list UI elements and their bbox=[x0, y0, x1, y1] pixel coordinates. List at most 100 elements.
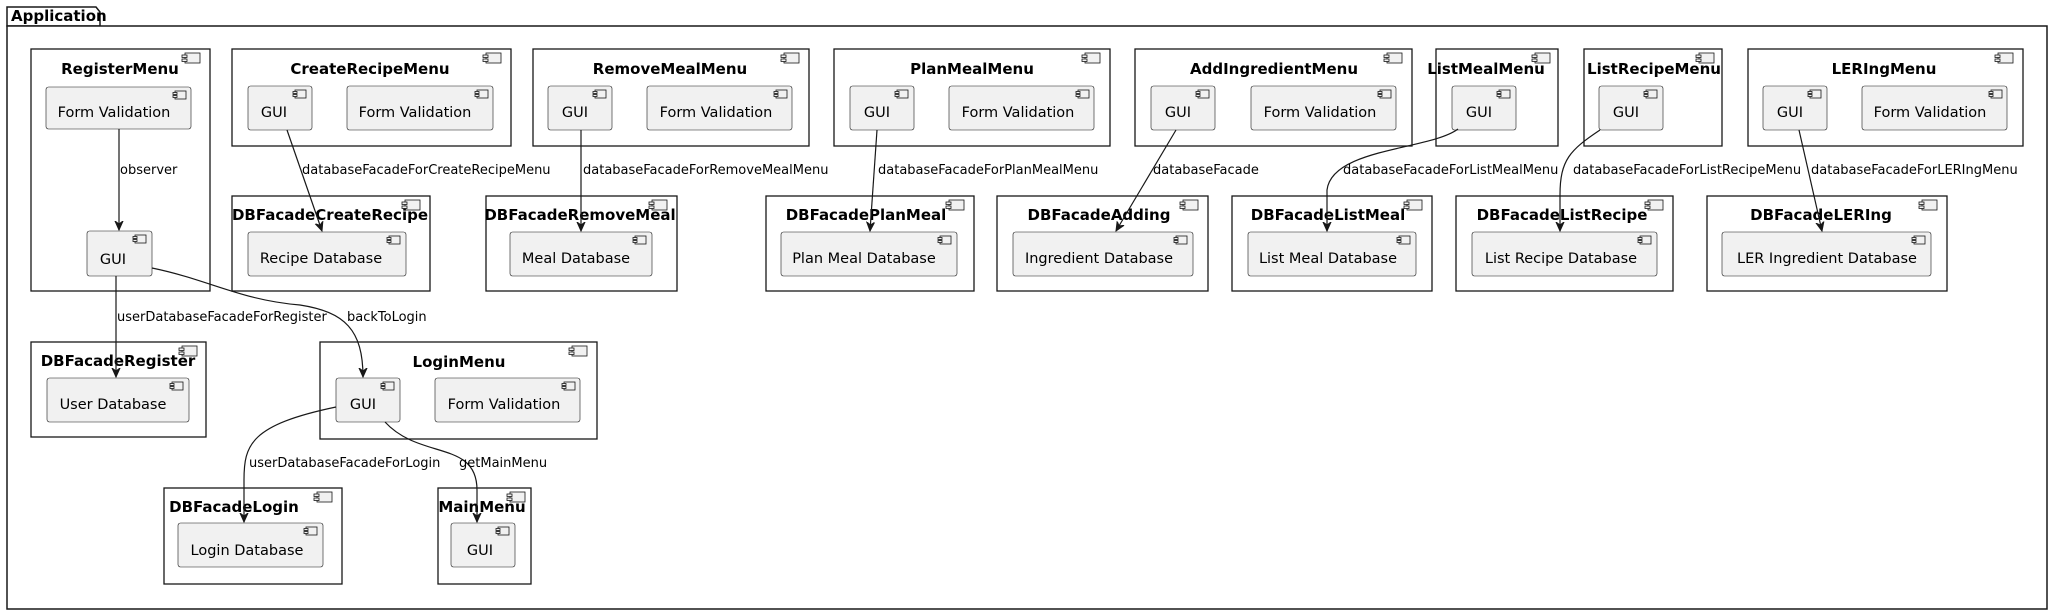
svg-text:DBFacadeRegister: DBFacadeRegister bbox=[41, 352, 196, 370]
inner-database: Meal Database bbox=[509, 231, 653, 277]
edge-login-db: userDatabaseFacadeForLogin bbox=[244, 406, 440, 522]
inner-database: List Recipe Database bbox=[1471, 231, 1658, 277]
inner-gui: GUI bbox=[335, 377, 401, 423]
svg-text:Plan Meal Database: Plan Meal Database bbox=[792, 251, 936, 267]
component-icon bbox=[1081, 52, 1101, 64]
component-icon bbox=[292, 89, 307, 99]
svg-text:User Database: User Database bbox=[60, 397, 167, 413]
component-db-facade-remove-meal: DBFacadeRemoveMeal Meal Database bbox=[484, 195, 678, 292]
component-db-facade-list-meal: DBFacadeListMeal List Meal Database bbox=[1231, 195, 1433, 292]
inner-database: Recipe Database bbox=[247, 231, 407, 277]
component-icon bbox=[1383, 52, 1403, 64]
component-db-facade-adding: DBFacadeAdding Ingredient Database bbox=[996, 195, 1209, 292]
component-icon bbox=[482, 52, 502, 64]
svg-text:Ingredient Database: Ingredient Database bbox=[1025, 251, 1173, 267]
svg-text:Form Validation: Form Validation bbox=[359, 105, 472, 121]
component-icon bbox=[401, 199, 421, 211]
inner-database: LER Ingredient Database bbox=[1721, 231, 1932, 277]
inner-database: Plan Meal Database bbox=[780, 231, 958, 277]
svg-text:databaseFacadeForLERIngMenu: databaseFacadeForLERIngMenu bbox=[1811, 163, 2018, 178]
edge-create-recipe: databaseFacadeForCreateRecipeMenu bbox=[286, 129, 551, 231]
component-icon bbox=[592, 89, 607, 99]
component-icon bbox=[1643, 89, 1658, 99]
component-icon bbox=[1988, 89, 2003, 99]
component-icon bbox=[1644, 199, 1664, 211]
inner-database: Login Database bbox=[177, 522, 324, 568]
component-icon bbox=[937, 235, 952, 245]
component-icon bbox=[1918, 199, 1938, 211]
component-icon bbox=[178, 345, 198, 357]
inner-gui: GUI bbox=[247, 85, 313, 131]
svg-text:databaseFacadeForRemoveMealMen: databaseFacadeForRemoveMealMenu bbox=[583, 163, 828, 178]
svg-text:databaseFacade: databaseFacade bbox=[1153, 163, 1259, 178]
svg-text:GUI: GUI bbox=[350, 397, 376, 413]
component-icon bbox=[1403, 199, 1423, 211]
component-icon bbox=[1075, 89, 1090, 99]
svg-text:Login Database: Login Database bbox=[191, 543, 304, 559]
inner-database: User Database bbox=[46, 377, 190, 423]
inner-form-validation: Form Validation bbox=[45, 86, 192, 130]
component-db-facade-create-recipe: DBFacadeCreateRecipe Recipe Database bbox=[231, 195, 431, 292]
inner-database: Ingredient Database bbox=[1012, 231, 1194, 277]
component-icon bbox=[1807, 89, 1822, 99]
edge-ler-ing: databaseFacadeForLERIngMenu bbox=[1798, 129, 2018, 231]
svg-text:RemoveMealMenu: RemoveMealMenu bbox=[593, 60, 747, 78]
component-icon bbox=[894, 89, 909, 99]
svg-text:backToLogin: backToLogin bbox=[347, 310, 427, 325]
svg-text:userDatabaseFacadeForLogin: userDatabaseFacadeForLogin bbox=[249, 456, 440, 471]
inner-gui: GUI bbox=[547, 85, 613, 131]
inner-form-validation: Form Validation bbox=[948, 85, 1095, 131]
inner-gui: GUI bbox=[1451, 85, 1517, 131]
svg-text:databaseFacadeForPlanMealMenu: databaseFacadeForPlanMealMenu bbox=[878, 163, 1098, 178]
inner-gui: GUI bbox=[1762, 85, 1828, 131]
component-db-facade-register: DBFacadeRegister User Database bbox=[30, 341, 207, 438]
edge-back-to-login: backToLogin bbox=[151, 267, 427, 377]
component-icon bbox=[1695, 52, 1715, 64]
component-icon bbox=[780, 52, 800, 64]
edge-adding: databaseFacade bbox=[1116, 129, 1259, 231]
inner-form-validation: Form Validation bbox=[346, 85, 494, 131]
component-icon bbox=[172, 90, 187, 100]
component-icon bbox=[773, 89, 788, 99]
svg-text:Form Validation: Form Validation bbox=[962, 105, 1075, 121]
edge-list-recipe: databaseFacadeForListRecipeMenu bbox=[1560, 129, 1801, 231]
svg-text:GUI: GUI bbox=[1165, 105, 1191, 121]
svg-text:List Recipe Database: List Recipe Database bbox=[1485, 251, 1637, 267]
component-icon bbox=[132, 234, 147, 244]
component-db-facade-ler-ing: DBFacadeLERIng LER Ingredient Database bbox=[1706, 195, 1948, 292]
svg-text:GUI: GUI bbox=[1613, 105, 1639, 121]
svg-text:DBFacadeRemoveMeal: DBFacadeRemoveMeal bbox=[484, 206, 675, 224]
svg-text:Recipe Database: Recipe Database bbox=[260, 251, 382, 267]
component-icon bbox=[1173, 235, 1188, 245]
svg-text:MainMenu: MainMenu bbox=[438, 498, 525, 516]
component-icon bbox=[945, 199, 965, 211]
edge-observer: observer bbox=[119, 129, 178, 230]
inner-gui: GUI bbox=[1598, 85, 1664, 131]
component-icon bbox=[1377, 89, 1392, 99]
svg-text:LER Ingredient Database: LER Ingredient Database bbox=[1737, 251, 1917, 267]
svg-text:GUI: GUI bbox=[1466, 105, 1492, 121]
svg-text:ListMealMenu: ListMealMenu bbox=[1427, 60, 1545, 78]
inner-gui: GUI bbox=[86, 230, 153, 277]
svg-text:GUI: GUI bbox=[864, 105, 890, 121]
svg-text:CreateRecipeMenu: CreateRecipeMenu bbox=[290, 60, 449, 78]
component-icon bbox=[1637, 235, 1652, 245]
component-icon bbox=[1911, 235, 1926, 245]
edge-register-db: userDatabaseFacadeForRegister bbox=[116, 276, 327, 377]
svg-text:observer: observer bbox=[120, 163, 178, 178]
component-title: RegisterMenu bbox=[61, 60, 179, 78]
svg-text:getMainMenu: getMainMenu bbox=[459, 456, 547, 471]
svg-text:DBFacadeLogin: DBFacadeLogin bbox=[169, 498, 299, 516]
component-login-menu: LoginMenu GUI Form Validation bbox=[319, 341, 598, 440]
component-create-recipe-menu: CreateRecipeMenu GUI Form Validation bbox=[231, 48, 512, 147]
edge-remove-meal: databaseFacadeForRemoveMealMenu bbox=[581, 130, 828, 231]
component-plan-meal-menu: PlanMealMenu GUI Form Validation bbox=[833, 48, 1111, 147]
inner-database: List Meal Database bbox=[1247, 231, 1417, 277]
component-icon bbox=[474, 89, 489, 99]
inner-form-validation: Form Validation bbox=[646, 85, 793, 131]
svg-text:Form Validation: Form Validation bbox=[58, 105, 171, 121]
package-title: Application bbox=[11, 7, 107, 25]
component-icon bbox=[632, 235, 647, 245]
svg-text:DBFacadeAdding: DBFacadeAdding bbox=[1028, 206, 1171, 224]
